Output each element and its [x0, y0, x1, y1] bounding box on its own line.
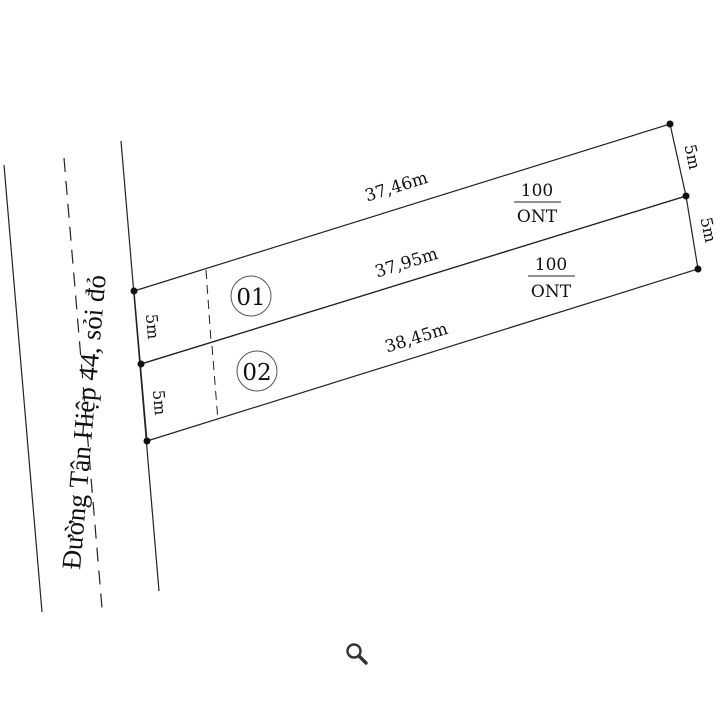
lot-02-land-use: ONT	[531, 282, 572, 302]
lot-02-area-fraction: 100 ONT	[528, 255, 575, 302]
lot-02-area-value: 100	[535, 255, 567, 275]
lot-02-length-bottom-label: 38,45m	[383, 319, 451, 357]
lot-02-number: 02	[236, 350, 278, 392]
lot-02-left-width-label: 5m	[149, 389, 170, 416]
corner-point	[143, 437, 151, 445]
lot-01-area-fraction: 100 ONT	[514, 181, 561, 227]
lot-02-length-top-label: 37,95m	[373, 244, 441, 282]
lot-01-outline	[133, 123, 687, 365]
corner-point	[130, 287, 138, 295]
lot-01-length-label: 37,46m	[363, 168, 431, 206]
road-centerline	[63, 157, 103, 609]
lot-01-left-width-label: 5m	[142, 313, 163, 340]
magnifier-glyph	[346, 643, 368, 665]
lot-01-number-text: 01	[236, 285, 265, 311]
corner-point	[137, 360, 145, 368]
road-edge-left	[3, 164, 43, 613]
road-name-label: Đường Tân Hiệp 44, sỏi đỏ	[56, 274, 112, 571]
corner-point	[682, 192, 690, 200]
zoom-icon[interactable]	[344, 641, 370, 667]
lot-01-land-use: ONT	[517, 207, 558, 227]
lot-02-right-width-label: 5m	[696, 215, 720, 244]
lot-02-number-text: 02	[242, 360, 271, 386]
corner-point	[666, 120, 674, 128]
setback-line-lot-01	[205, 269, 212, 342]
lot-02-outline	[140, 195, 699, 442]
lot-01-number: 01	[230, 275, 272, 317]
setback-line-lot-02	[211, 345, 219, 422]
lot-01-right-width-label: 5m	[680, 142, 704, 171]
corner-point	[694, 265, 702, 273]
lot-01-area-value: 100	[521, 181, 553, 201]
